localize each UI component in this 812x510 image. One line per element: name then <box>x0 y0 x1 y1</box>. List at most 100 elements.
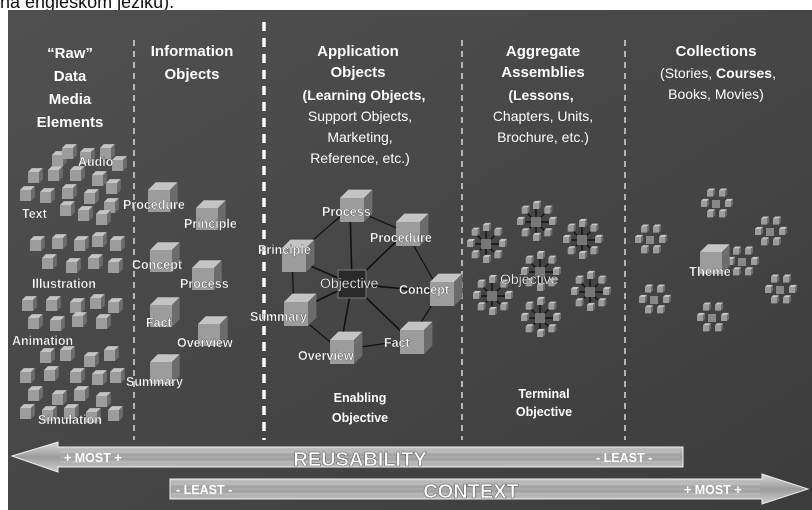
raw-cube <box>66 258 81 273</box>
burst-cube <box>521 228 530 237</box>
info-object-labels: Procedure Principle Concept Process Fact… <box>123 198 237 389</box>
burst-cube <box>548 324 557 333</box>
terminal-line-1: Terminal <box>518 387 569 401</box>
flower-cube <box>771 274 780 283</box>
flower-cube <box>641 245 650 254</box>
collection-flower <box>697 302 730 332</box>
flower-cube <box>761 216 770 225</box>
reusability-least: - LEAST - <box>596 451 652 465</box>
raw-cube <box>70 166 85 181</box>
raw-cube <box>110 368 125 383</box>
flower-cube <box>697 312 706 321</box>
burst-cube <box>477 302 486 311</box>
burst-cube <box>553 312 562 321</box>
theme-cube <box>700 244 730 274</box>
reusability-most: + MOST + <box>64 451 122 465</box>
burst-cube <box>587 302 596 311</box>
agg-center-objective: Objective <box>500 271 559 287</box>
app-node-process: Process <box>322 205 371 219</box>
app-node-cube <box>284 293 317 326</box>
burst-cube <box>544 205 553 214</box>
collection-flower <box>635 224 668 254</box>
coll-subtitle-2: Books, Movies) <box>668 86 764 102</box>
raw-cube <box>108 258 123 273</box>
raw-item-simulation: Simulation <box>38 413 102 427</box>
raw-cube <box>60 201 75 216</box>
raw-cube <box>110 236 125 251</box>
burst-cube <box>548 278 557 287</box>
burst-cube <box>483 222 492 231</box>
raw-cube <box>92 232 107 247</box>
app-node-cube <box>400 321 433 354</box>
burst-cube <box>505 290 514 299</box>
application-objective-hub <box>282 189 463 364</box>
burst-cube <box>533 232 542 241</box>
flower-cube <box>765 284 774 293</box>
app-subtitle-3: Marketing, <box>327 129 392 145</box>
app-node-cube <box>282 239 315 272</box>
raw-cube <box>108 406 123 421</box>
coll-subtitle-1: (Stories, Courses, <box>660 65 776 81</box>
raw-cube <box>52 390 67 405</box>
reusability-arrow: + MOST + REUSABILITY - LEAST - <box>10 441 684 473</box>
raw-cube <box>92 171 107 186</box>
burst-cube <box>521 266 530 275</box>
flower-cube <box>719 188 728 197</box>
collection-flower <box>639 284 672 314</box>
burst-cube <box>525 255 534 264</box>
info-cube <box>198 316 228 346</box>
enabling-line-2: Objective <box>332 411 388 425</box>
raw-cube <box>70 368 85 383</box>
raw-cube <box>104 346 119 361</box>
app-node-fact: Fact <box>384 336 411 350</box>
burst-cube <box>603 286 612 295</box>
objective-burst <box>467 222 508 263</box>
agg-subtitle-3: Brochure, etc.) <box>497 129 589 145</box>
flower-cube <box>657 305 666 314</box>
info-item-overview: Overview <box>177 336 233 350</box>
info-object-cubes <box>148 182 228 384</box>
reusability-label: REUSABILITY <box>293 449 427 471</box>
raw-cube <box>20 368 35 383</box>
raw-cube <box>84 352 99 367</box>
raw-cube <box>96 314 111 329</box>
burst-cube <box>544 228 553 237</box>
terminal-line-2: Objective <box>516 405 572 419</box>
app-node-summary: Summary <box>250 310 307 324</box>
app-center-objective: Objective <box>320 275 379 291</box>
raw-cube <box>50 316 65 331</box>
burst-cube <box>499 238 508 247</box>
coll-title-1: Collections <box>676 43 757 60</box>
raw-cube <box>92 370 107 385</box>
column-title-raw: “Raw” Data Media Elements <box>37 45 104 131</box>
collections-cluster <box>635 188 798 332</box>
info-cube <box>148 182 178 212</box>
raw-cube <box>40 188 55 203</box>
burst-cube <box>521 312 530 321</box>
burst-cube <box>590 246 599 255</box>
burst-cube <box>537 282 546 291</box>
raw-media-labels: Audio Text Illustration Animation Simula… <box>12 155 114 427</box>
flower-cube <box>719 209 728 218</box>
app-node-cube <box>340 189 373 222</box>
flower-cube <box>635 234 644 243</box>
burst-cube <box>595 234 604 243</box>
objective-burst <box>563 218 604 259</box>
coll-subtitle-comma: , <box>772 65 776 81</box>
burst-cube <box>548 301 557 310</box>
flower-cube <box>761 237 770 246</box>
app-node-procedure: Procedure <box>370 231 432 245</box>
context-arrow: - LEAST - CONTEXT + MOST + <box>169 473 810 505</box>
burst-cube <box>471 250 480 259</box>
burst-cube <box>567 246 576 255</box>
burst-cube <box>598 275 607 284</box>
raw-cube <box>80 148 95 163</box>
raw-cube <box>104 198 119 213</box>
flower-cube <box>703 302 712 311</box>
burst-cube <box>553 266 562 275</box>
app-node-principle: Principle <box>258 243 311 257</box>
raw-title-4: Elements <box>37 114 104 131</box>
raw-title-2: Data <box>54 68 87 85</box>
burst-cube <box>467 238 476 247</box>
app-node-cube <box>430 273 463 306</box>
